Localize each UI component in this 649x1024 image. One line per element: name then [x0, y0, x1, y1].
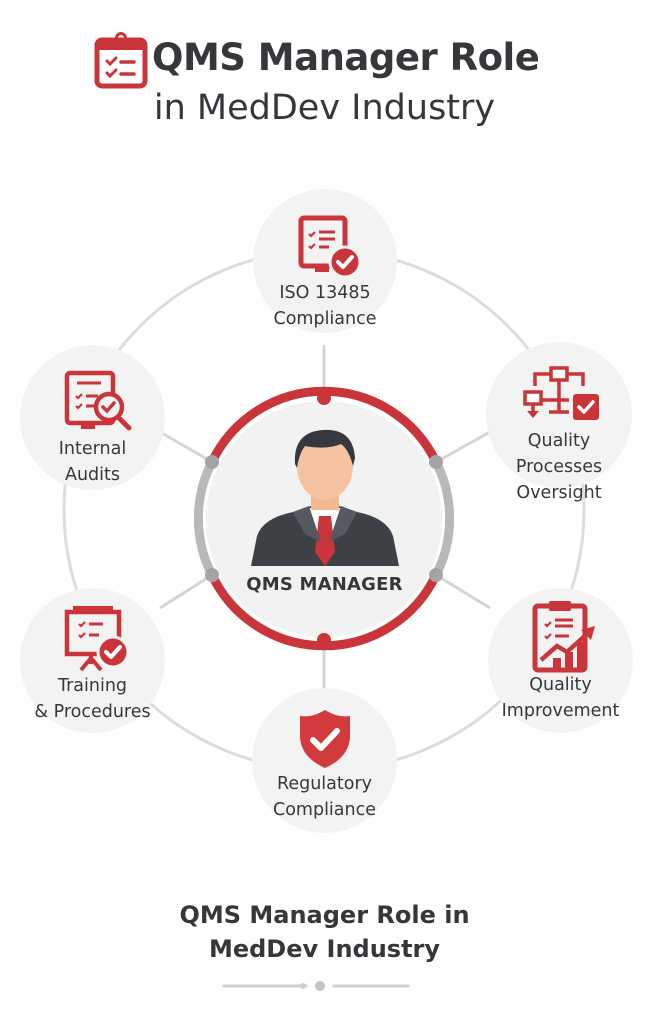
node-label-line: Internal: [58, 439, 127, 459]
clipboard-growth-chart-icon: [519, 596, 603, 676]
shield-check-icon: [292, 706, 358, 772]
manager-avatar-icon: [249, 424, 401, 569]
footer-divider-dots: [300, 981, 410, 991]
node-regulatory-compliance: Regulatory Compliance: [252, 688, 397, 833]
node-iso-13485-compliance: ISO 13485 Compliance: [253, 189, 397, 333]
footer-divider: [222, 984, 308, 988]
node-label-line: Oversight: [516, 483, 602, 503]
clipboard-checklist-icon: [93, 32, 149, 90]
node-quality-processes-oversight: Quality Processes Oversight: [486, 342, 632, 503]
node-label-line: Quality: [527, 431, 591, 451]
node-label-line: & Procedures: [34, 702, 151, 722]
monitor-checklist-check-icon: [285, 214, 365, 282]
footer-title: QMS Manager Role in MedDev Industry: [0, 898, 649, 966]
node-label-line: Compliance: [272, 800, 376, 820]
node-training-procedures: Training & Procedures: [20, 588, 165, 733]
node-quality-improvement: Quality Improvement: [488, 588, 633, 733]
node-label-line: Training: [57, 676, 128, 696]
node-label-line: Regulatory: [276, 774, 373, 794]
node-label-line: Compliance: [273, 309, 377, 329]
page-subtitle: in MedDev Industry: [153, 88, 496, 128]
node-label-line: Quality: [529, 675, 592, 695]
footer-title-line1: QMS Manager Role in: [179, 901, 470, 929]
footer-title-line2: MedDev Industry: [208, 935, 441, 963]
flowchart-check-icon: [517, 364, 601, 432]
node-internal-audits: Internal Audits: [20, 345, 165, 490]
document-magnifier-icon: [51, 367, 135, 437]
presentation-board-check-icon: [51, 602, 135, 676]
node-label-line: ISO 13485: [279, 283, 371, 303]
page-title: QMS Manager Role: [152, 36, 540, 79]
node-label-line: Processes: [515, 457, 603, 477]
node-label-line: Audits: [64, 465, 120, 485]
center-label: QMS MANAGER: [246, 574, 403, 595]
node-label-line: Improvement: [501, 701, 620, 721]
